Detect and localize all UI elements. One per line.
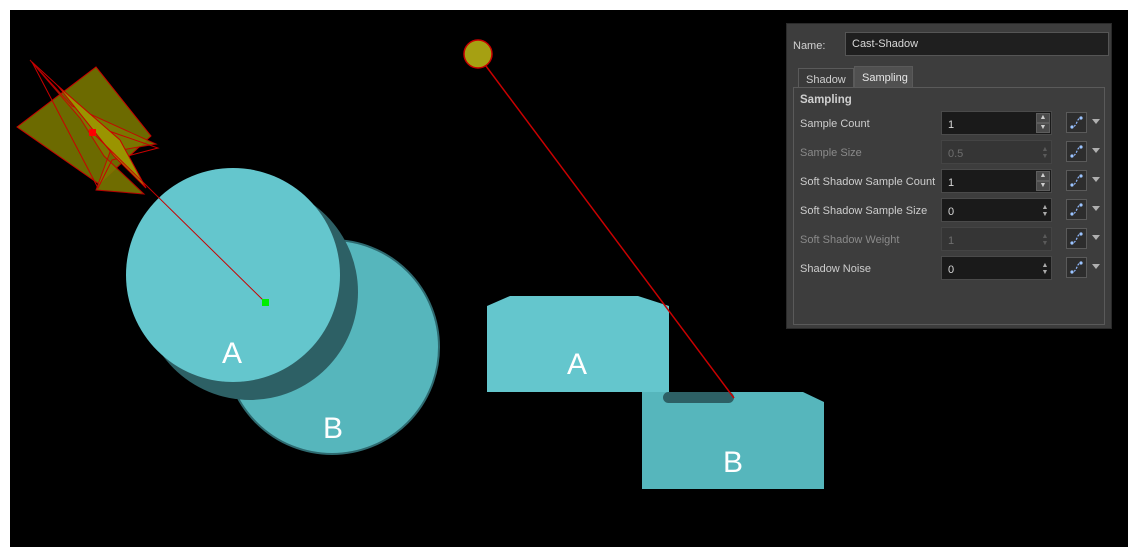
box-b[interactable] xyxy=(642,392,824,489)
row-soft-shadow-sample-count: Soft Shadow Sample Count 1 ▲ ▼ xyxy=(794,169,1104,195)
chevron-down-icon[interactable] xyxy=(1092,119,1100,124)
chevron-down-icon[interactable] xyxy=(1092,264,1100,269)
stepper-down-icon[interactable]: ▼ xyxy=(1036,181,1050,191)
soft-shadow-sample-size-label: Soft Shadow Sample Size xyxy=(800,205,928,217)
name-row: Name: Cast-Shadow xyxy=(793,32,1109,58)
soft-shadow-sample-count-input[interactable]: 1 ▲ ▼ xyxy=(941,169,1052,193)
function-curve-icon[interactable] xyxy=(1066,170,1087,191)
soft-shadow-sample-count-label: Soft Shadow Sample Count xyxy=(800,176,936,188)
sample-count-label: Sample Count xyxy=(800,118,870,130)
soft-shadow-weight-value: 1 xyxy=(948,235,955,247)
shadow-noise-label: Shadow Noise xyxy=(800,263,871,275)
spotlight-gizmo[interactable] xyxy=(16,59,269,306)
circle-a-label: A xyxy=(222,337,242,370)
row-soft-shadow-weight: Soft Shadow Weight 1 ▲▼ xyxy=(794,227,1104,253)
sampling-content: Sampling Sample Count 1 ▲ ▼ Sample Size … xyxy=(793,87,1105,325)
row-sample-count: Sample Count 1 ▲ ▼ xyxy=(794,111,1104,137)
name-field[interactable]: Cast-Shadow xyxy=(845,32,1109,56)
circle-a[interactable] xyxy=(126,168,340,382)
soft-shadow-sample-count-stepper[interactable]: ▲ ▼ xyxy=(1036,171,1050,191)
box-b-label: B xyxy=(723,446,743,479)
sample-count-input[interactable]: 1 ▲ ▼ xyxy=(941,111,1052,135)
sample-size-input: 0.5 ▲▼ xyxy=(941,140,1052,164)
shadow-noise-value: 0 xyxy=(948,264,955,276)
function-curve-icon[interactable] xyxy=(1066,199,1087,220)
box-a[interactable] xyxy=(487,296,669,392)
box-a-shadow xyxy=(663,392,734,403)
function-curve-icon[interactable] xyxy=(1066,257,1087,278)
spinner-arrows-icon: ▲▼ xyxy=(1041,233,1049,247)
row-soft-shadow-sample-size: Soft Shadow Sample Size 0 ▲▼ xyxy=(794,198,1104,224)
soft-shadow-sample-size-input[interactable]: 0 ▲▼ xyxy=(941,198,1052,222)
circle-b-label: B xyxy=(323,412,343,445)
spinner-arrows-icon: ▲▼ xyxy=(1041,146,1049,160)
sample-size-label: Sample Size xyxy=(800,147,862,159)
shadow-noise-input[interactable]: 0 ▲▼ xyxy=(941,256,1052,280)
row-shadow-noise: Shadow Noise 0 ▲▼ xyxy=(794,256,1104,282)
stepper-up-icon[interactable]: ▲ xyxy=(1036,113,1050,123)
point-light-gizmo[interactable] xyxy=(463,39,735,399)
chevron-down-icon[interactable] xyxy=(1092,235,1100,240)
soft-shadow-sample-size-value: 0 xyxy=(948,206,955,218)
chevron-down-icon[interactable] xyxy=(1092,206,1100,211)
box-a-label: A xyxy=(567,348,587,381)
spinner-arrows-icon[interactable]: ▲▼ xyxy=(1041,262,1049,276)
tab-shadow[interactable]: Shadow xyxy=(798,68,854,88)
spinner-arrows-icon[interactable]: ▲▼ xyxy=(1041,204,1049,218)
tab-sampling[interactable]: Sampling xyxy=(854,66,913,88)
stepper-up-icon[interactable]: ▲ xyxy=(1036,171,1050,181)
function-curve-icon[interactable] xyxy=(1066,112,1087,133)
name-label: Name: xyxy=(793,40,826,52)
soft-shadow-weight-input: 1 ▲▼ xyxy=(941,227,1052,251)
section-title: Sampling xyxy=(800,94,852,106)
function-curve-icon[interactable] xyxy=(1066,228,1087,249)
function-curve-icon[interactable] xyxy=(1066,141,1087,162)
properties-panel: Name: Cast-Shadow Shadow Sampling Sampli… xyxy=(786,23,1112,329)
sample-count-value: 1 xyxy=(948,119,955,131)
row-sample-size: Sample Size 0.5 ▲▼ xyxy=(794,140,1104,166)
soft-shadow-weight-label: Soft Shadow Weight xyxy=(800,234,900,246)
chevron-down-icon[interactable] xyxy=(1092,148,1100,153)
sample-size-value: 0.5 xyxy=(948,148,964,160)
stepper-down-icon[interactable]: ▼ xyxy=(1036,123,1050,133)
chevron-down-icon[interactable] xyxy=(1092,177,1100,182)
scene-drawing: A B A B xyxy=(16,39,824,489)
sample-count-stepper[interactable]: ▲ ▼ xyxy=(1036,113,1050,133)
soft-shadow-sample-count-value: 1 xyxy=(948,177,955,189)
